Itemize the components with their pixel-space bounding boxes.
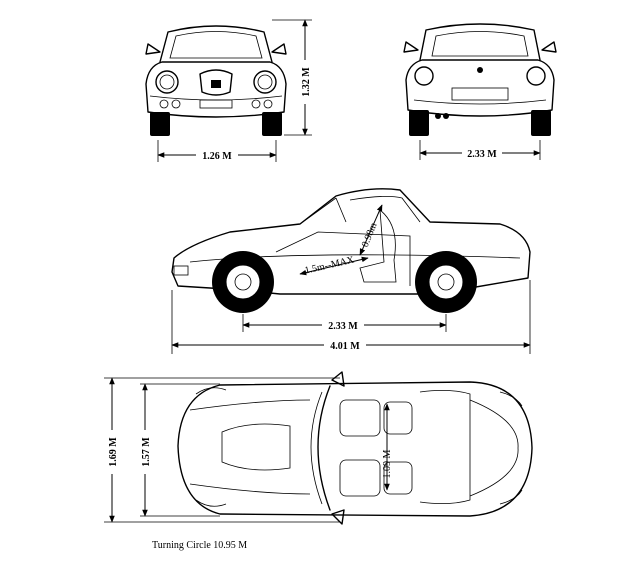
headroom-dimension-line (359, 204, 383, 256)
front-track-label: 1.26 M (202, 151, 232, 162)
top-view (177, 371, 533, 525)
turning-circle-caption: Turning Circle 10.95 M (152, 540, 247, 551)
wheelbase-label: 2.33 M (328, 321, 358, 332)
overall-width-label: 1.69 M (108, 437, 119, 467)
interior-width-label: 1.09 M (382, 449, 393, 478)
rear-view (403, 23, 557, 136)
rear-track-label: 2.33 M (467, 149, 497, 160)
side-view (171, 188, 531, 313)
length-label: 4.01 M (330, 341, 360, 352)
front-view (145, 25, 287, 136)
height-label: 1.32 M (301, 67, 312, 97)
legroom-dimension-line (299, 256, 369, 276)
body-width-label: 1.57 M (141, 437, 152, 467)
headroom-label: 0.98m (360, 221, 380, 249)
legroom-label: 1.5m--MAX (304, 254, 356, 276)
